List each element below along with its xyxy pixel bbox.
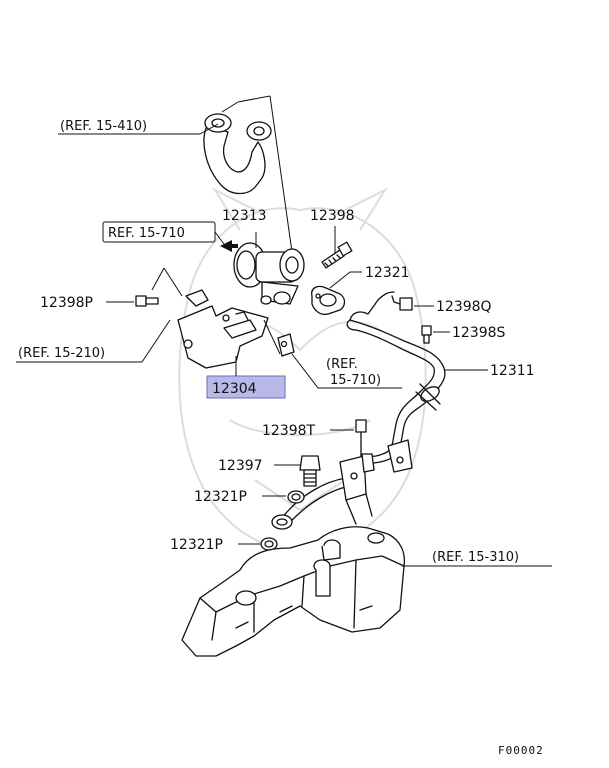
gasket-12321-part[interactable] [311, 285, 346, 316]
bolt-12398T-part[interactable] [355, 419, 367, 457]
arrow-left-icon [220, 240, 238, 252]
ref-15-710b-leader-c [263, 319, 281, 355]
part-12304-highlight [206, 375, 286, 399]
egr-valve-part[interactable] [233, 242, 305, 305]
part-12304-label[interactable]: 12304 [212, 381, 257, 397]
exhaust-manifold-part[interactable] [181, 526, 406, 657]
ref-15-210-label[interactable]: (REF. 15-210) [18, 346, 105, 361]
part-12321P-b-label[interactable]: 12321P [170, 537, 223, 553]
p12321-leader-diag [329, 271, 351, 289]
bolt-12398Q-part[interactable] [391, 295, 413, 311]
hose-leader-right [269, 95, 293, 253]
lower-pipe-part[interactable] [271, 453, 375, 530]
ref-15-210-leader-right [163, 267, 183, 297]
part-12313-label[interactable]: 12313 [222, 208, 267, 224]
ref-15-410-label[interactable]: (REF. 15-410) [60, 119, 147, 134]
ref-15-210-leader-top [151, 267, 165, 291]
part-12398T-label[interactable]: 12398T [262, 423, 316, 439]
figure-code: F00002 [498, 744, 544, 757]
part-12311-label[interactable]: 12311 [490, 363, 535, 379]
ref-15-710-label[interactable]: REF. 15-710 [108, 226, 185, 241]
ref-15-710-leader [214, 231, 225, 245]
hose-leader-left [221, 101, 239, 113]
bracket-12304-part[interactable] [177, 289, 269, 369]
part-12398S-label[interactable]: 12398S [452, 325, 506, 341]
part-12397-label[interactable]: 12397 [218, 458, 263, 474]
ref-15-410-leader-tip [199, 123, 219, 135]
bolt-12398-part[interactable] [321, 241, 353, 269]
bolt-12398P-part[interactable] [135, 295, 159, 307]
clip-part[interactable] [277, 333, 295, 357]
ref-15-210-leader-diag [141, 319, 171, 363]
hose-leader-top [237, 95, 271, 103]
egr-pipe-12311-part[interactable] [346, 291, 446, 473]
gasket-12321P-a-part[interactable] [287, 490, 305, 504]
plug-12397-part[interactable] [299, 455, 321, 487]
part-12321P-a-label[interactable]: 12321P [194, 489, 247, 505]
gasket-12321P-b-part[interactable] [260, 537, 278, 551]
ref-15-710b-leader-a [291, 353, 319, 389]
part-12398-label[interactable]: 12398 [310, 208, 355, 224]
ref-15-310-label[interactable]: (REF. 15-310) [432, 550, 519, 565]
part-12398Q-label[interactable]: 12398Q [436, 299, 492, 315]
bolt-12398S-part[interactable] [421, 325, 432, 344]
part-12398P-label[interactable]: 12398P [40, 295, 93, 311]
ref-15-710b-label-line1[interactable]: (REF. [326, 357, 358, 372]
ref-15-710b-label-line2[interactable]: 15-710) [330, 373, 381, 388]
hose-part[interactable] [203, 113, 272, 195]
part-12321-label[interactable]: 12321 [365, 265, 410, 281]
